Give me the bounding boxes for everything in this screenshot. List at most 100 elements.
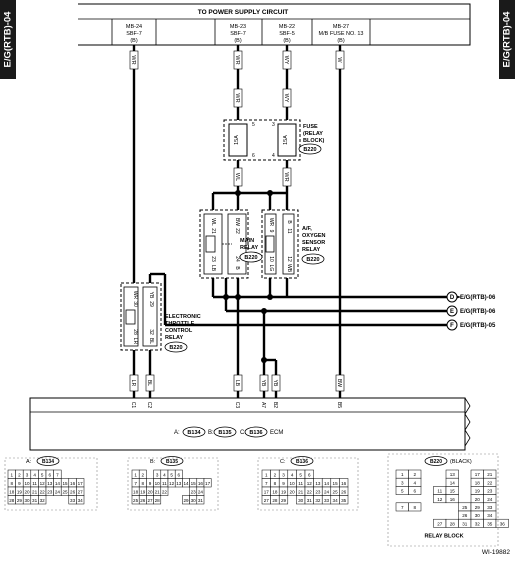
svg-text:ECM: ECM [270,430,283,436]
svg-text:E/G(RTB)-05: E/G(RTB)-05 [460,323,496,329]
svg-text:11: 11 [286,228,292,233]
grid-prefix: C: [280,459,286,465]
pin-number: 27 [78,490,84,495]
pin-number: 10 [290,481,296,486]
pin-number: 26 [70,490,76,495]
grid-prefix: A: [26,459,32,465]
svg-text:RELAY: RELAY [240,245,258,251]
svg-text:B136: B136 [249,430,262,436]
grid-connector-id: B135 [166,459,178,465]
pin-number: 1 [265,473,268,478]
svg-text:(B): (B) [130,38,138,44]
svg-text:LR: LR [132,338,138,345]
power-supply-title: TO POWER SUPPLY CIRCUIT [198,9,289,16]
svg-text:21: 21 [210,228,216,234]
pin-number: 7 [56,473,59,478]
pin-number: 30 [24,498,30,503]
svg-text:THROTTLE: THROTTLE [165,321,195,327]
svg-text:(RELAY: (RELAY [303,131,323,137]
pin-number: 7 [134,481,137,486]
pin-number: 4 [413,480,416,485]
pin-cell [196,495,205,505]
pin-number: 12 [437,497,443,502]
pin-number: 16 [450,497,456,502]
svg-text:B2: B2 [272,402,278,408]
pin-number: 25 [333,490,339,495]
pin-number: 10 [155,481,161,486]
pin-number: 19 [281,490,287,495]
pin-number: 29 [183,498,189,503]
pin-number: 24 [487,497,493,502]
svg-text:24: 24 [234,256,240,262]
pin-number: 9 [18,481,21,486]
pin-number: 19 [475,489,481,494]
pin-number: 16 [70,481,76,486]
wire-labels: WR WR WY W WR WY WL WR [129,50,345,187]
grid-connector-id: B134 [42,459,54,465]
pin-number: 5 [170,473,173,478]
svg-text:B: B [234,266,240,270]
svg-text:CONTROL: CONTROL [165,328,193,334]
pin-number: 23 [487,489,493,494]
grid-header: B:B135 [150,456,184,466]
pin-number: 28 [155,498,161,503]
pin-number: 26 [140,498,146,503]
pin-number: 28 [9,498,15,503]
svg-text:F: F [450,323,454,329]
pin-cell [76,495,85,505]
svg-text:YB: YB [272,380,278,387]
svg-text:LR: LR [130,380,136,387]
svg-text:OXYGEN: OXYGEN [302,233,326,239]
svg-text:SENSOR: SENSOR [302,240,325,246]
ground-reference-f: F E/G(RTB)-05 [446,319,496,331]
svg-text:32: 32 [148,329,154,335]
grid-caption: RELAY BLOCK [424,533,463,539]
ground-reference-e: E E/G(RTB)-06 [446,305,496,317]
pin-number: 31 [32,498,38,503]
pin-number: 22 [40,490,46,495]
pin-number: 1 [11,473,14,478]
af-oxygen-sensor-relay: WR B 9 11 10 12 LG WB A/F, OXYGEN SENSOR… [261,209,326,279]
pin-number: 18 [272,490,278,495]
pin-cell [495,518,509,528]
svg-text:LB: LB [210,265,216,272]
svg-text:WL: WL [234,173,240,181]
svg-text:YB: YB [148,292,154,299]
svg-text:ELECTRONIC: ELECTRONIC [165,314,201,320]
svg-text:WB: WB [286,264,292,273]
grid-color: (BLACK) [450,459,472,465]
pin-number: 12 [40,481,46,486]
svg-text:B: B [286,220,292,224]
pin-number: 20 [147,490,153,495]
throttle-control-relay: WR YB 30 29 28 32 LR BL ELECTRONIC THROT… [120,282,201,353]
pin-number: 14 [183,481,189,486]
svg-text:MAIN: MAIN [240,238,254,244]
pin-number: 17 [264,490,270,495]
svg-text:BW: BW [234,218,240,226]
svg-text:MB-27: MB-27 [333,24,349,30]
pin-number: 31 [198,498,204,503]
svg-text:FUSE: FUSE [303,124,318,130]
pin-cell [160,486,169,496]
grid-header: B220(BLACK) [424,456,472,466]
pin-number: 3 [401,480,404,485]
svg-text:BL: BL [146,380,152,386]
svg-text:WR: WR [130,55,136,64]
pin-number: 13 [47,481,53,486]
pin-number: 14 [55,481,61,486]
pin-number: 22 [307,490,313,495]
pin-number: 13 [176,481,182,486]
pin-number: 15 [191,481,197,486]
pin-number: 23 [191,490,197,495]
pin-number: 4 [163,473,166,478]
svg-text:WR: WR [132,291,138,300]
svg-text:MB-24: MB-24 [126,24,142,30]
grid-frame [4,457,98,511]
pin-number: 1 [134,473,137,478]
pin-number: 30 [191,498,197,503]
pin-number: 18 [133,490,139,495]
pin-number: 9 [149,481,152,486]
